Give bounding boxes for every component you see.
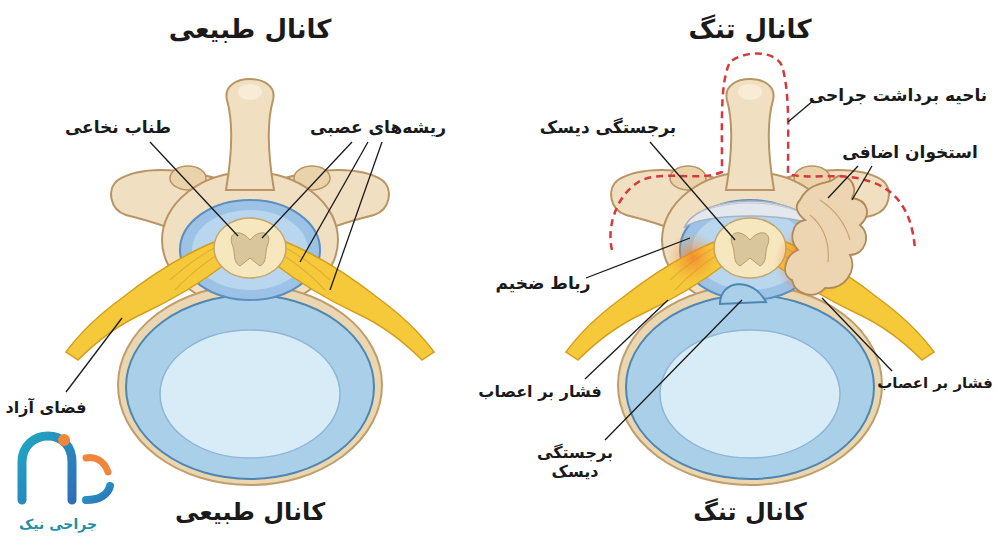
heading: کانال طبیعی	[169, 14, 332, 45]
part-label: فضای آزاد	[6, 398, 87, 417]
normal-vertebra	[66, 79, 434, 485]
part-label: ناحیه برداشت جراحی	[809, 85, 987, 105]
leader-lines	[66, 100, 892, 440]
part-label: طناب نخاعی	[65, 117, 171, 137]
part-label: فشار بر اعصاب	[877, 374, 993, 392]
part-label: فشار بر اعصاب	[478, 382, 601, 401]
part-label: ریشه‌های عصبی	[310, 117, 446, 137]
logo-mark	[22, 434, 110, 500]
disc-bulge	[720, 284, 766, 304]
part-label: رباط ضخیم	[495, 273, 590, 293]
bone-spur	[785, 176, 867, 295]
part-label: برجستگی دیسک	[540, 117, 676, 137]
heading: کانال تنگ	[688, 14, 811, 45]
part-label: استخوان اضافی	[842, 142, 978, 162]
part-label: برجستگی دیسک	[535, 443, 615, 481]
heading: کانال طبیعی	[175, 498, 325, 527]
heading: کانال تنگ	[693, 498, 807, 527]
logo-text: جراحی نیک	[19, 516, 97, 533]
